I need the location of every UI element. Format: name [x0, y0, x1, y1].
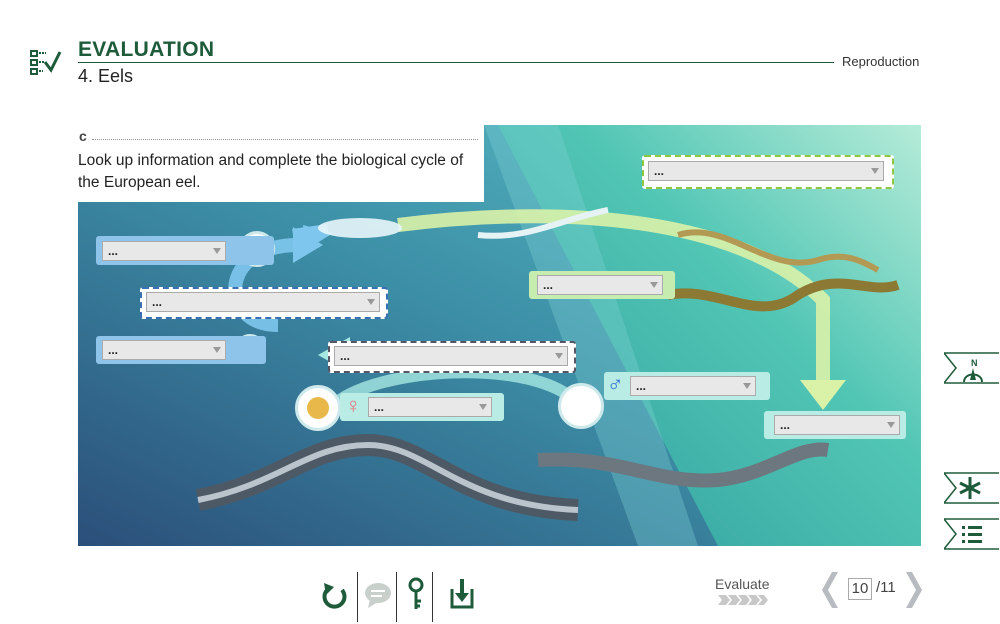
- frame-female: ...: [340, 393, 504, 421]
- frame-larva: ...: [96, 236, 274, 265]
- page-total: /11: [876, 579, 896, 596]
- dropdown-male[interactable]: ...: [630, 376, 756, 396]
- reset-icon[interactable]: [316, 575, 352, 615]
- asterisk-icon[interactable]: [944, 472, 1000, 504]
- previous-page-icon[interactable]: [818, 570, 844, 610]
- frame-male: ...: [604, 372, 770, 400]
- list-icon[interactable]: [944, 518, 1000, 550]
- dropdown-female[interactable]: ...: [368, 397, 492, 417]
- next-page-icon[interactable]: [900, 570, 926, 610]
- evaluate-progress-icon: [718, 595, 768, 605]
- frame-blue-dashed: ...: [140, 287, 388, 319]
- instruction-card: [78, 125, 484, 202]
- download-icon[interactable]: [444, 575, 480, 615]
- page-title: EVALUATION: [78, 38, 215, 61]
- svg-text:N: N: [971, 358, 978, 368]
- key-icon[interactable]: [398, 575, 434, 615]
- frame-silver-eel: ...: [764, 411, 906, 439]
- frame-center-dashed: ...: [328, 341, 576, 373]
- dropdown-center[interactable]: ...: [334, 346, 568, 366]
- section-label: Reproduction: [842, 54, 920, 69]
- toolbar-separator: [432, 572, 433, 622]
- frame-egg-cell: ...: [96, 336, 266, 364]
- dropdown-glass-eel[interactable]: ...: [537, 275, 663, 295]
- header-divider: [78, 62, 834, 63]
- toolbar-separator: [357, 572, 358, 622]
- checklist-icon: [30, 50, 62, 75]
- egg-icon: [295, 385, 341, 431]
- page-subtitle: 4. Eels: [78, 66, 134, 86]
- dropdown-lime-top[interactable]: ...: [648, 161, 884, 181]
- page-current[interactable]: 10: [848, 578, 872, 600]
- frame-lime-top: ...: [642, 155, 894, 189]
- toolbar-separator: [396, 572, 397, 622]
- comment-icon: [365, 583, 391, 608]
- activity-letter: c: [79, 128, 87, 144]
- evaluate-button[interactable]: Evaluate: [715, 576, 770, 592]
- sperm-icon: [558, 383, 604, 429]
- dropdown-leptocephalus[interactable]: ...: [102, 241, 226, 261]
- dotted-divider: [92, 139, 478, 140]
- compass-icon[interactable]: N: [944, 352, 1000, 384]
- dropdown-silver-eel[interactable]: ...: [774, 415, 900, 435]
- activity-instruction: Look up information and complete the bio…: [78, 152, 464, 191]
- dropdown-egg-stage[interactable]: ...: [102, 340, 226, 360]
- male-symbol-icon: ♂: [607, 371, 624, 396]
- dropdown-blue-dashed[interactable]: ...: [146, 292, 380, 312]
- frame-glass-eel: ...: [529, 271, 675, 299]
- female-symbol-icon: ♀: [345, 393, 362, 418]
